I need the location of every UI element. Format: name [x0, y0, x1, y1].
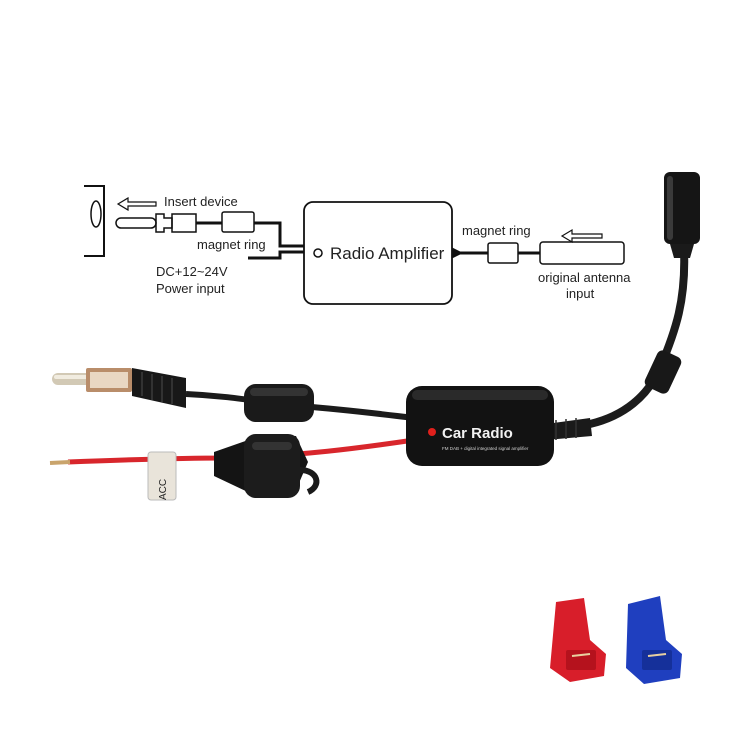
- power-label-line2: Power input: [156, 281, 225, 296]
- power-label-line1: DC+12~24V: [156, 264, 228, 279]
- antenna-label-line2: input: [566, 286, 595, 301]
- insert-device-label: Insert device: [164, 194, 238, 209]
- red-splice-connector: [550, 598, 606, 682]
- blue-splice-connector: [626, 596, 682, 684]
- amplifier-label: Radio Amplifier: [330, 244, 445, 263]
- magnet-ring-left-label: magnet ring: [197, 237, 266, 252]
- wiring-diagram: [84, 185, 625, 305]
- acc-tag-label: ACC: [158, 479, 169, 500]
- box-label: Car Radio: [442, 425, 513, 442]
- magnet-ring-left: [221, 211, 255, 233]
- car-radio-box: Car Radio FM DAB + digital integrated si…: [406, 386, 554, 466]
- fuse-holder: [214, 434, 320, 498]
- antenna-plug: [539, 241, 625, 265]
- product-photo: ACC Car Radio FM DAB + digital integrate…: [49, 172, 700, 684]
- insert-arrow-right: [560, 228, 603, 244]
- acc-tag: [147, 451, 177, 501]
- magnet-ring-right-label: magnet ring: [462, 223, 531, 238]
- insert-arrow-left: [116, 196, 157, 212]
- led-indicator: [428, 428, 436, 436]
- box-sublabel: FM DAB + digital integrated signal ampli…: [442, 446, 529, 451]
- magnet-ring-right: [487, 242, 519, 264]
- antenna-label-line1: original antenna: [538, 270, 631, 285]
- ferrite-right: [644, 350, 682, 394]
